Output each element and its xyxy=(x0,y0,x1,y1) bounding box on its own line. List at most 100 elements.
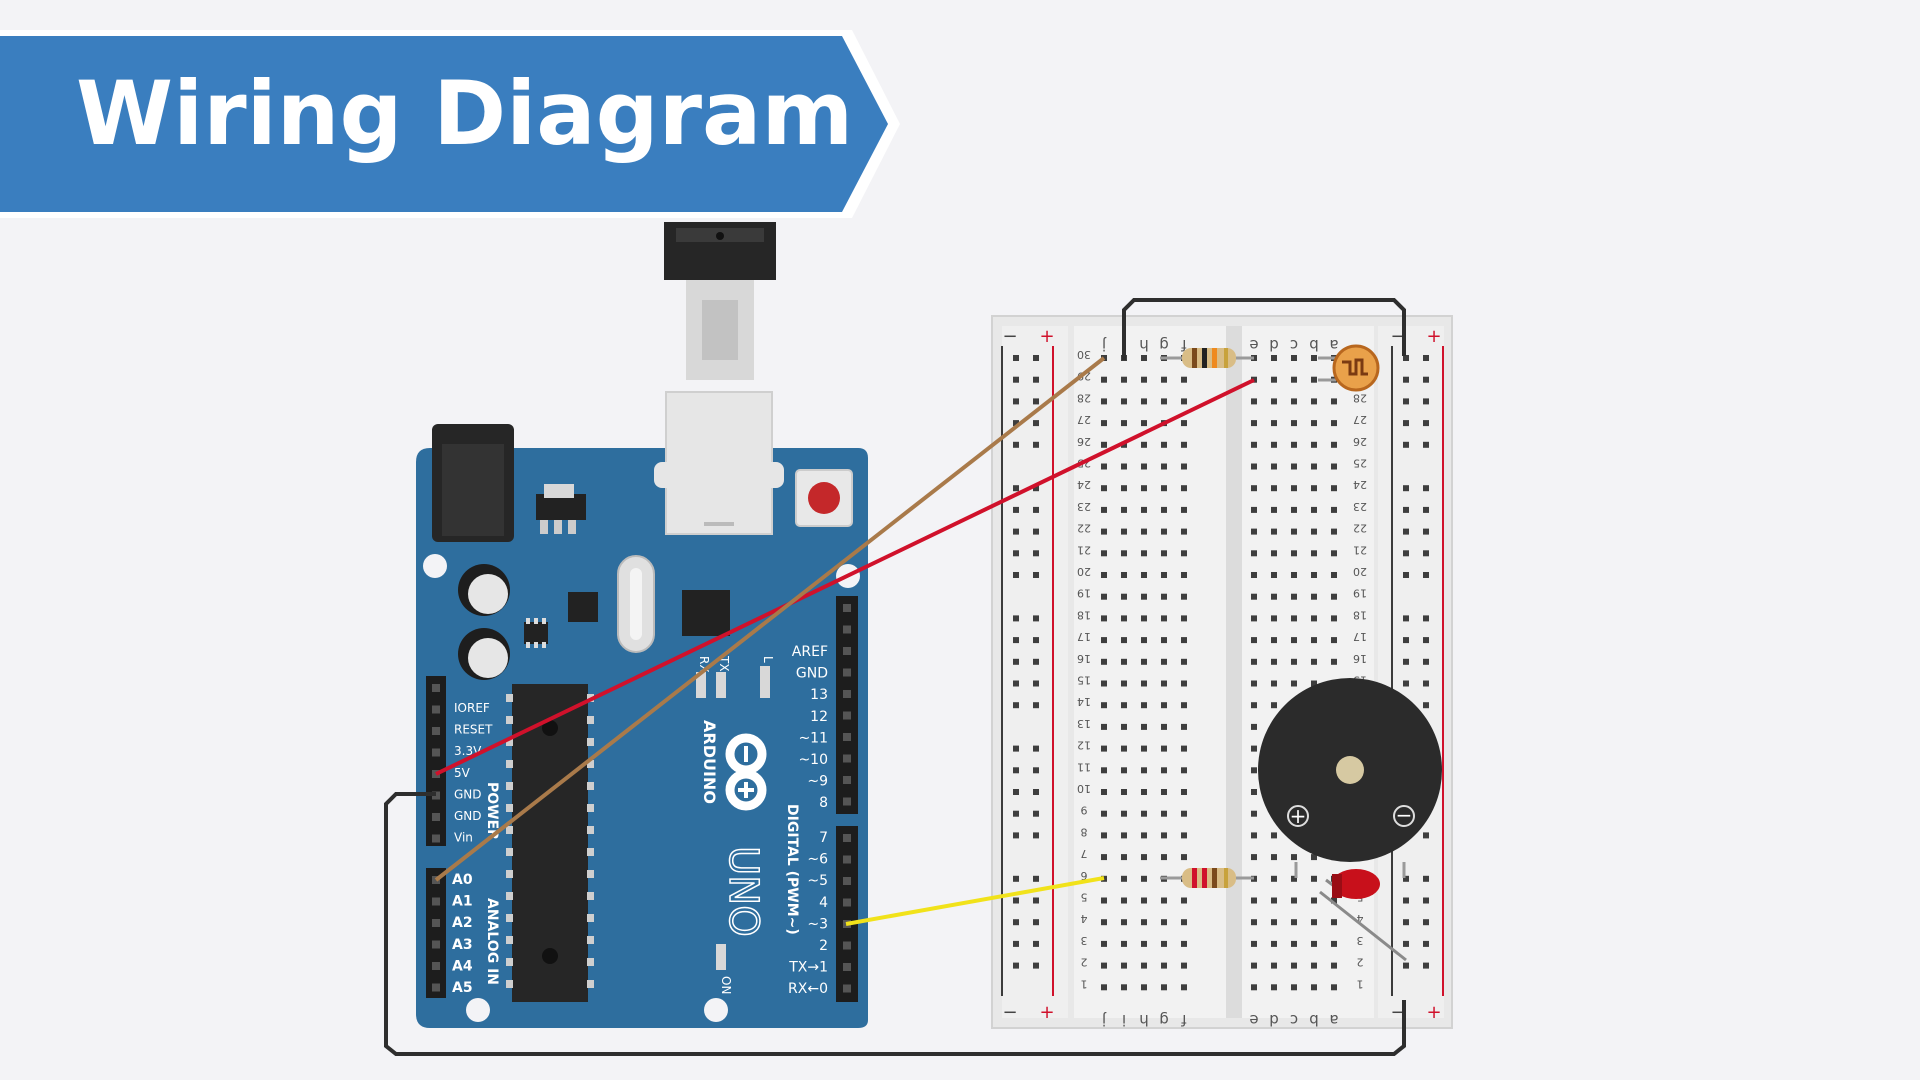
row-label: 27 xyxy=(1077,413,1091,426)
row-label: 18 xyxy=(1077,608,1091,621)
row-label: 21 xyxy=(1353,543,1367,556)
wire-black-gnd xyxy=(384,792,1406,1056)
digital-pin-label: AREF xyxy=(792,644,828,660)
row-label: 9 xyxy=(1081,804,1088,817)
digital-header-top xyxy=(836,596,858,814)
digital-pin-label: 13 xyxy=(810,687,828,703)
red-led xyxy=(1319,869,1407,962)
row-label: 4 xyxy=(1081,912,1088,925)
arduino-brand: ARDUINO xyxy=(700,720,719,804)
digital-pin-label: ~11 xyxy=(798,730,828,746)
buzzer-plus-label: + xyxy=(1290,804,1307,828)
column-label: e xyxy=(1249,336,1258,354)
digital-pin-label: ~10 xyxy=(798,752,828,768)
wire-yellow-d3 xyxy=(845,876,1105,926)
row-label: 3 xyxy=(1357,934,1364,947)
row-label: 7 xyxy=(1081,847,1088,860)
column-label: f xyxy=(1181,336,1187,354)
rail-label: − xyxy=(1390,1002,1405,1023)
power-pin-label: IOREF xyxy=(454,701,490,715)
analog-header xyxy=(426,868,446,998)
row-label: 12 xyxy=(1077,739,1091,752)
column-label: h xyxy=(1139,336,1149,354)
digital-pin-label: 4 xyxy=(819,895,828,911)
analog-pin-label: A0 xyxy=(452,872,473,888)
row-label: 6 xyxy=(1081,869,1088,882)
column-label: b xyxy=(1309,1011,1319,1029)
row-label: 23 xyxy=(1077,500,1091,513)
row-label: 24 xyxy=(1353,478,1367,491)
power-pin-label: 5V xyxy=(454,766,471,780)
row-label: 15 xyxy=(1077,674,1091,687)
power-pin-label: GND xyxy=(454,787,482,801)
row-label: 19 xyxy=(1077,587,1091,600)
column-label: h xyxy=(1139,1011,1149,1029)
row-label: 28 xyxy=(1077,391,1091,404)
wires xyxy=(384,298,1406,1056)
rail-label: + xyxy=(1039,1002,1054,1023)
row-label: 10 xyxy=(1077,782,1091,795)
rail-label: + xyxy=(1426,1002,1441,1023)
row-label: 17 xyxy=(1353,630,1367,643)
column-label: d xyxy=(1269,1011,1279,1029)
resistor-top xyxy=(1160,348,1254,368)
power-header xyxy=(426,676,446,846)
row-label: 22 xyxy=(1353,522,1367,535)
row-label: 20 xyxy=(1353,565,1367,578)
analog-pin-label: A5 xyxy=(452,980,473,996)
row-label: 26 xyxy=(1353,435,1367,448)
digital-pin-label: 12 xyxy=(810,709,828,725)
column-label: b xyxy=(1309,336,1319,354)
column-label: c xyxy=(1290,336,1298,354)
row-label: 14 xyxy=(1077,695,1091,708)
row-label: 5 xyxy=(1081,891,1088,904)
page-title: Wiring Diagram xyxy=(76,62,854,165)
l-label: L xyxy=(761,656,775,663)
analog-pin-label: A2 xyxy=(452,915,473,931)
digital-pin-label: 7 xyxy=(819,830,828,846)
rail-label: − xyxy=(1390,326,1405,347)
rail-label: + xyxy=(1426,326,1441,347)
column-label: a xyxy=(1329,336,1338,354)
power-pin-label: RESET xyxy=(454,723,493,737)
digital-pin-label: RX←0 xyxy=(788,981,828,997)
title-banner xyxy=(0,30,900,218)
power-pin-label: Vin xyxy=(454,831,473,845)
row-label: 16 xyxy=(1077,652,1091,665)
row-label: 16 xyxy=(1353,652,1367,665)
row-label: 18 xyxy=(1353,608,1367,621)
row-label: 2 xyxy=(1081,956,1088,969)
row-label: 17 xyxy=(1077,630,1091,643)
power-pin-label: GND xyxy=(454,809,482,823)
row-label: 4 xyxy=(1357,912,1364,925)
digital-pin-label: GND xyxy=(796,666,828,682)
column-label: f xyxy=(1181,1011,1187,1029)
digital-pin-label: ~6 xyxy=(807,852,828,868)
wire-brown-a0 xyxy=(434,356,1106,882)
row-label: 21 xyxy=(1077,543,1091,556)
column-label: c xyxy=(1290,1011,1298,1029)
rail-label: + xyxy=(1039,326,1054,347)
row-label: 24 xyxy=(1077,478,1091,491)
column-label: g xyxy=(1159,1011,1169,1029)
digital-pin-label: 2 xyxy=(819,938,828,954)
column-label: a xyxy=(1329,1011,1338,1029)
rail-label: − xyxy=(1002,326,1017,347)
digital-pin-label: TX→1 xyxy=(788,960,828,976)
column-label: g xyxy=(1159,336,1169,354)
digital-pin-label: ~5 xyxy=(807,873,828,889)
row-label: 27 xyxy=(1353,413,1367,426)
column-label: j xyxy=(1102,336,1107,354)
wire-red-5v xyxy=(435,378,1255,776)
row-label: 13 xyxy=(1077,717,1091,730)
row-label: 1 xyxy=(1081,977,1088,990)
analog-pin-label: A4 xyxy=(452,958,473,974)
digital-pin-label: 8 xyxy=(819,795,828,811)
row-label: 2 xyxy=(1357,956,1364,969)
digital-pin-label: ~9 xyxy=(807,774,828,790)
column-label: d xyxy=(1269,336,1279,354)
piezo-buzzer: + − xyxy=(1258,678,1442,878)
row-label: 25 xyxy=(1353,457,1367,470)
